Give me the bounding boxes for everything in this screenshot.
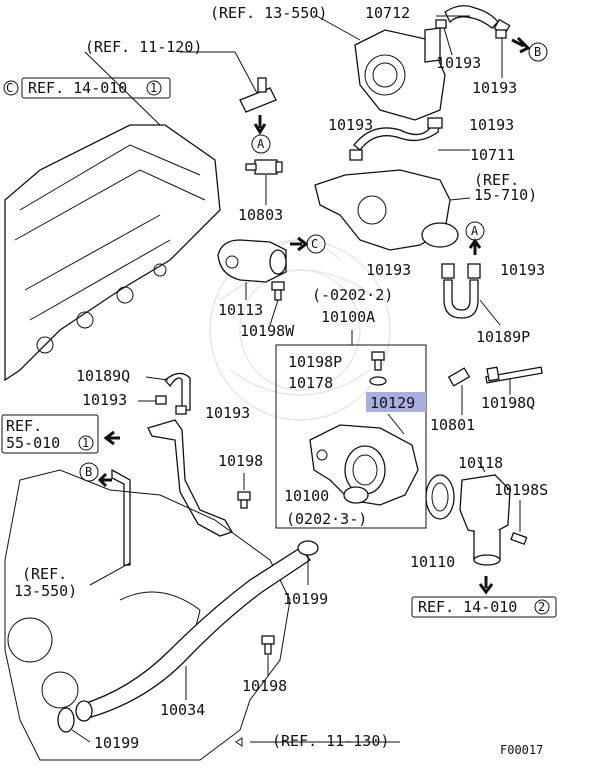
clip-10193-left-b bbox=[175, 405, 187, 415]
engine-block-ref-13-550 bbox=[4, 469, 291, 761]
label-10193-b: 10193 bbox=[472, 79, 517, 97]
label-10118: 10118 bbox=[458, 454, 503, 472]
label-10113: 10113 bbox=[218, 301, 263, 319]
bolt-10198-lower bbox=[261, 635, 275, 676]
ref-14-010-2-num: 2 bbox=[538, 600, 545, 614]
ref-14-010-1-num: 1 bbox=[150, 81, 157, 95]
housing-10100 bbox=[309, 424, 419, 506]
fitting-part-ref-11-120 bbox=[239, 77, 277, 113]
bolt-10198q bbox=[485, 366, 543, 395]
label-10198p: 10198P bbox=[288, 353, 342, 371]
connector-c-label: C bbox=[6, 81, 13, 95]
bolt-10198-mid bbox=[237, 473, 251, 509]
label-10129: 10129 bbox=[370, 394, 415, 412]
label-10100: 10100 bbox=[284, 487, 329, 505]
connector-b-lower: B bbox=[79, 462, 112, 488]
ref-11-130: (REF. 11-130) bbox=[272, 732, 389, 750]
label-10193-e: 10193 bbox=[366, 261, 411, 279]
sensor-10803 bbox=[245, 159, 283, 205]
bolt-10198p bbox=[371, 351, 385, 371]
svg-text:B: B bbox=[534, 45, 541, 59]
ref-55-010-box: REF. 55-010 1 bbox=[1, 414, 120, 454]
label-10199-a: 10199 bbox=[283, 590, 328, 608]
throttle-body-ref-13-550 bbox=[314, 14, 446, 121]
leader-ref-11-130 bbox=[235, 737, 400, 747]
label-10198s: 10198S bbox=[494, 481, 548, 499]
ref-14-010-2: REF. 14-010 bbox=[418, 598, 517, 616]
svg-text:B: B bbox=[85, 465, 92, 479]
label-10110: 10110 bbox=[410, 553, 455, 571]
label-10034: 10034 bbox=[160, 701, 205, 719]
o-ring-10199-lower bbox=[57, 707, 91, 743]
connector-a-right: A bbox=[465, 221, 485, 255]
label-10193-c: 10193 bbox=[328, 116, 373, 134]
label-10711: 10711 bbox=[470, 146, 515, 164]
label-10193-f: 10193 bbox=[500, 261, 545, 279]
figure-code: F00017 bbox=[500, 743, 543, 757]
water-pipe-10034 bbox=[75, 547, 311, 722]
housing-10113 bbox=[217, 239, 287, 300]
leader-ref-11-120 bbox=[84, 51, 259, 126]
connector-c-mid: C bbox=[290, 234, 326, 254]
ref-13-550-bot-l1: (REF. bbox=[22, 565, 67, 583]
label-10199-b: 10199 bbox=[94, 734, 139, 752]
label-10193-h: 10193 bbox=[205, 404, 250, 422]
ref-13-550-bot-l2: 13-550) bbox=[14, 582, 77, 600]
intake-manifold-outline bbox=[4, 124, 221, 382]
hose-10711 bbox=[349, 117, 470, 161]
ref-14-010-1-box: C REF. 14-010 1 bbox=[3, 77, 171, 99]
label-10198w: 10198W bbox=[240, 322, 295, 340]
gasket-10178 bbox=[369, 376, 387, 386]
label-10178: 10178 bbox=[288, 374, 333, 392]
cover-10118 bbox=[459, 459, 511, 566]
bolt-10198w bbox=[269, 281, 285, 326]
label-10198q: 10198Q bbox=[481, 394, 535, 412]
label-10803: 10803 bbox=[238, 206, 283, 224]
label-10100a: 10100A bbox=[321, 308, 375, 326]
hose-10712 bbox=[436, 5, 511, 36]
clip-10193-throttle-b bbox=[495, 29, 507, 78]
bolt-10198s bbox=[510, 500, 528, 545]
label-10198-a: 10198 bbox=[218, 452, 263, 470]
label-10712: 10712 bbox=[365, 4, 410, 22]
highlight-10129 bbox=[366, 392, 426, 435]
label-10189q: 10189Q bbox=[76, 367, 130, 385]
svg-text:A: A bbox=[257, 137, 265, 151]
group-box-10100a bbox=[275, 330, 427, 529]
label-10193-a: 10193 bbox=[436, 54, 481, 72]
connector-b-upper: B bbox=[511, 36, 548, 62]
date-code-upper: (-0202·2) bbox=[312, 286, 393, 304]
ref-55-010-num: 1 bbox=[82, 436, 89, 450]
ref-14-010-1: REF. 14-010 bbox=[28, 79, 127, 97]
ref-15-710-l1: (REF. bbox=[474, 171, 519, 189]
ref-13-550-top: (REF. 13-550) bbox=[210, 4, 327, 22]
thermostat-10110 bbox=[425, 474, 455, 520]
label-10189p: 10189P bbox=[476, 328, 530, 346]
label-10193-d: 10193 bbox=[469, 116, 514, 134]
ref-14-010-2-box: REF. 14-010 2 bbox=[411, 576, 557, 618]
bypass-pipe bbox=[111, 419, 233, 566]
label-10198-b: 10198 bbox=[242, 677, 287, 695]
o-ring-10199-upper bbox=[297, 540, 319, 585]
date-code-lower: (0202·3-) bbox=[286, 510, 367, 528]
label-10193-g: 10193 bbox=[82, 391, 127, 409]
connector-a-upper: A bbox=[251, 115, 271, 154]
ref-15-710-l2: 15-710) bbox=[474, 186, 537, 204]
ref-55-010-l1: REF. bbox=[6, 417, 42, 435]
hose-10189q bbox=[145, 372, 191, 411]
housing-ref-15-710 bbox=[314, 169, 471, 251]
svg-text:C: C bbox=[311, 237, 318, 251]
label-10801: 10801 bbox=[430, 416, 475, 434]
sensor-10801 bbox=[447, 367, 471, 415]
ref-55-010-l2: 55-010 bbox=[6, 434, 60, 452]
ref-11-120: (REF. 11-120) bbox=[85, 38, 202, 56]
clip-10193-left-a bbox=[138, 395, 167, 405]
svg-text:A: A bbox=[471, 224, 479, 238]
hose-10189p bbox=[441, 263, 501, 326]
clip-10193-throttle-a bbox=[435, 19, 453, 56]
